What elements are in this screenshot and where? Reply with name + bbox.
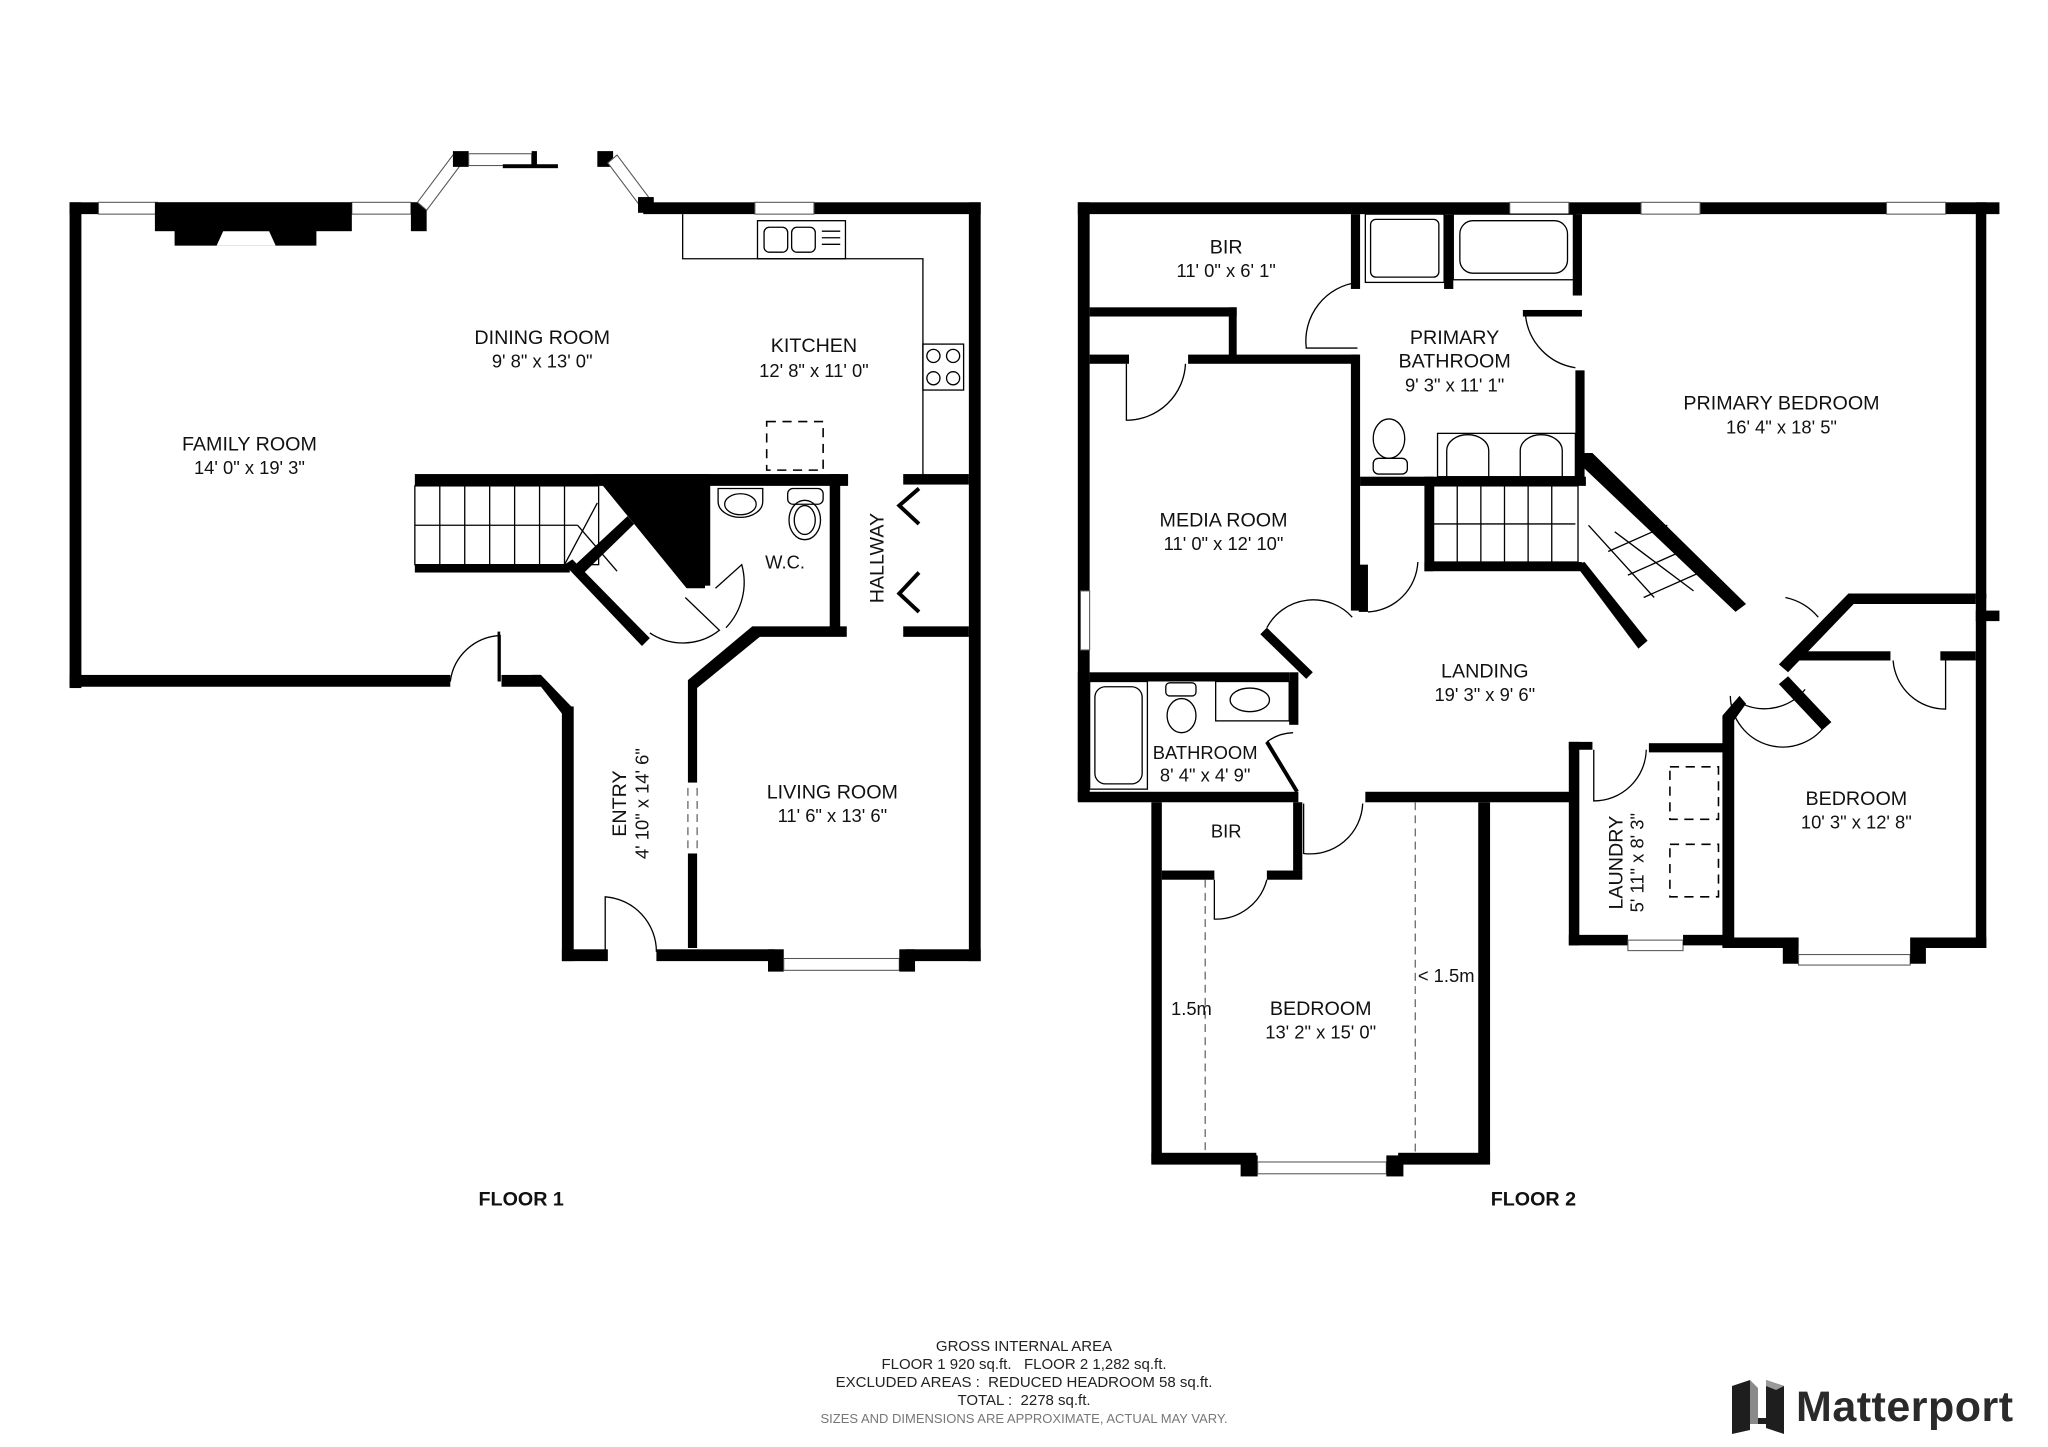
area-summary: GROSS INTERNAL AREA FLOOR 1 920 sq.ft. F… (0, 1338, 2048, 1428)
closet-door[interactable] (649, 596, 721, 644)
room-name: LIVING ROOM (767, 781, 898, 803)
matterport-logo-icon (1732, 1380, 1784, 1434)
room-name: BIR (1210, 237, 1243, 259)
disclaimer: SIZES AND DIMENSIONS ARE APPROXIMATE, AC… (820, 1411, 1228, 1426)
stairs-icon (414, 485, 618, 572)
brand-name: Matterport (1796, 1382, 2014, 1431)
room-dimensions: 13' 2" x 15' 0" (1265, 1022, 1376, 1043)
room-dimensions: 12' 8" x 11' 0" (759, 360, 869, 381)
room-name: LAUNDRY (1606, 816, 1628, 910)
floor-2-plan (1077, 201, 2000, 1177)
room-name: HALLWAY (867, 513, 889, 603)
room-dimensions: 19' 3" x 9' 6" (1434, 684, 1535, 705)
stairs-icon (1588, 524, 1703, 599)
fireplace-icon (154, 202, 352, 246)
room-name: KITCHEN (771, 335, 857, 357)
floor-2-labels: BIR 11' 0" x 6' 1" PRIMARY BATHROOM 9' 3… (1153, 237, 1912, 1211)
window (468, 153, 533, 167)
window (97, 201, 159, 215)
headroom-mark: 1.5m (1171, 998, 1212, 1019)
room-name: MEDIA ROOM (1160, 510, 1288, 532)
room-name: PRIMARY BEDROOM (1683, 393, 1879, 415)
room-dimensions: 4' 10" x 14' 6" (632, 748, 653, 859)
room-name: BEDROOM (1270, 998, 1372, 1020)
front-door[interactable] (604, 896, 658, 952)
matterport-logo: Matterport (1730, 1378, 2014, 1436)
headroom-mark: < 1.5m (1418, 965, 1475, 986)
sink-icon (756, 220, 847, 260)
room-name: LANDING (1441, 661, 1529, 683)
floor-1-labels: FAMILY ROOM 14' 0" x 19' 3" DINING ROOM … (182, 327, 898, 1210)
window (783, 957, 900, 971)
floor-1-plan (69, 151, 981, 972)
room-dimensions: 8' 4" x 4' 9" (1160, 764, 1250, 785)
room-dimensions: 10' 3" x 12' 8" (1801, 812, 1912, 833)
room-name: FAMILY ROOM (182, 433, 317, 455)
floor-2-label: FLOOR 2 (1491, 1188, 1576, 1210)
area-floors: FLOOR 1 920 sq.ft. FLOOR 2 1,282 sq.ft. (881, 1356, 1167, 1373)
wc-door[interactable] (715, 563, 745, 629)
room-name: ENTRY (609, 770, 631, 836)
family-room-door[interactable] (449, 634, 501, 682)
room-name: DINING ROOM (474, 327, 610, 349)
room-dimensions: 11' 0" x 12' 10" (1164, 533, 1284, 554)
area-total: TOTAL : 2278 sq.ft. (957, 1392, 1091, 1409)
room-dimensions: 9' 3" x 11' 1" (1405, 374, 1504, 395)
room-name: BIR (1211, 821, 1242, 842)
stove-icon (922, 343, 965, 391)
fridge-space (765, 420, 824, 471)
room-name: BATHROOM (1153, 742, 1258, 763)
stairs-icon (1432, 485, 1579, 563)
room-name: W.C. (765, 552, 805, 573)
area-excluded: EXCLUDED AREAS : REDUCED HEADROOM 58 sq.… (835, 1374, 1213, 1391)
room-name: BATHROOM (1398, 351, 1510, 373)
room-dimensions: 11' 6" x 13' 6" (778, 805, 888, 826)
room-name: BEDROOM (1805, 788, 1907, 810)
window (351, 201, 412, 215)
basin-icon (717, 487, 764, 519)
room-name: PRIMARY (1410, 327, 1499, 349)
floor-1-label: FLOOR 1 (479, 1188, 564, 1210)
window (754, 201, 815, 215)
area-title: GROSS INTERNAL AREA (935, 1338, 1113, 1355)
room-dimensions: 5' 11" x 8' 3" (1627, 813, 1648, 912)
room-dimensions: 9' 8" x 13' 0" (492, 351, 593, 372)
room-dimensions: 14' 0" x 19' 3" (194, 457, 305, 478)
toilet-icon (787, 487, 824, 541)
room-dimensions: 11' 0" x 6' 1" (1177, 260, 1276, 281)
toilet-icon (1372, 418, 1408, 475)
room-dimensions: 16' 4" x 18' 5" (1726, 416, 1837, 437)
